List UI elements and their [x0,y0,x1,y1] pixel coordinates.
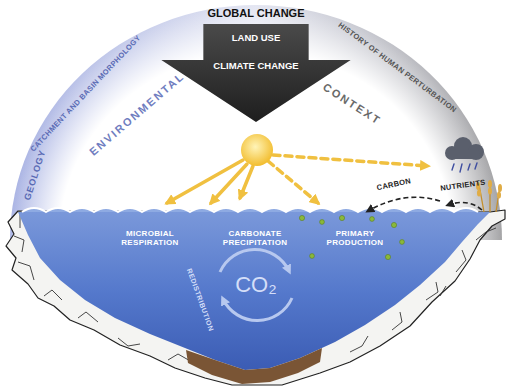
light-ray [268,161,318,203]
context-title: CONTEXT [321,80,384,127]
flux-arrows [368,197,482,211]
phytoplankton [299,215,404,259]
process-label: MICROBIAL RESPIRATION [119,229,181,247]
co2-cycle-arrows [220,249,292,320]
context-label: CATCHMENT AND BASIN MORPHOLOGY [29,34,143,154]
light-ray [240,166,253,198]
cycle-label: REDISTRIBUTION [185,267,215,332]
context-label: GEOLOGY [22,149,48,202]
sunlight-rays [167,155,428,203]
lake-water [18,212,490,370]
driver-label: CLIMATE CHANGE [159,61,353,72]
context-dome [10,5,502,240]
dome-fade [10,5,502,240]
global-change-arrow: GLOBAL CHANGE LAND USE CLIMATE CHANGE [159,6,353,128]
arrow-heading: GLOBAL CHANGE [159,7,353,20]
process-label: CARBONATE PRECIPITATION [219,229,291,247]
flux-label: CARBON [376,177,412,193]
sun [241,134,273,166]
flux-label: NUTRIENTS [440,179,486,194]
light-ray [273,155,428,166]
process-label: PRIMARY PRODUCTION [324,229,386,247]
rain-cloud [445,137,484,172]
co2-label: CO₂ [235,272,277,297]
waves [22,208,478,212]
rock-basin [6,210,505,385]
driver-label: LAND USE [159,33,353,44]
context-title: ENVIRONMENTAL [87,70,187,159]
sediment [186,348,322,384]
